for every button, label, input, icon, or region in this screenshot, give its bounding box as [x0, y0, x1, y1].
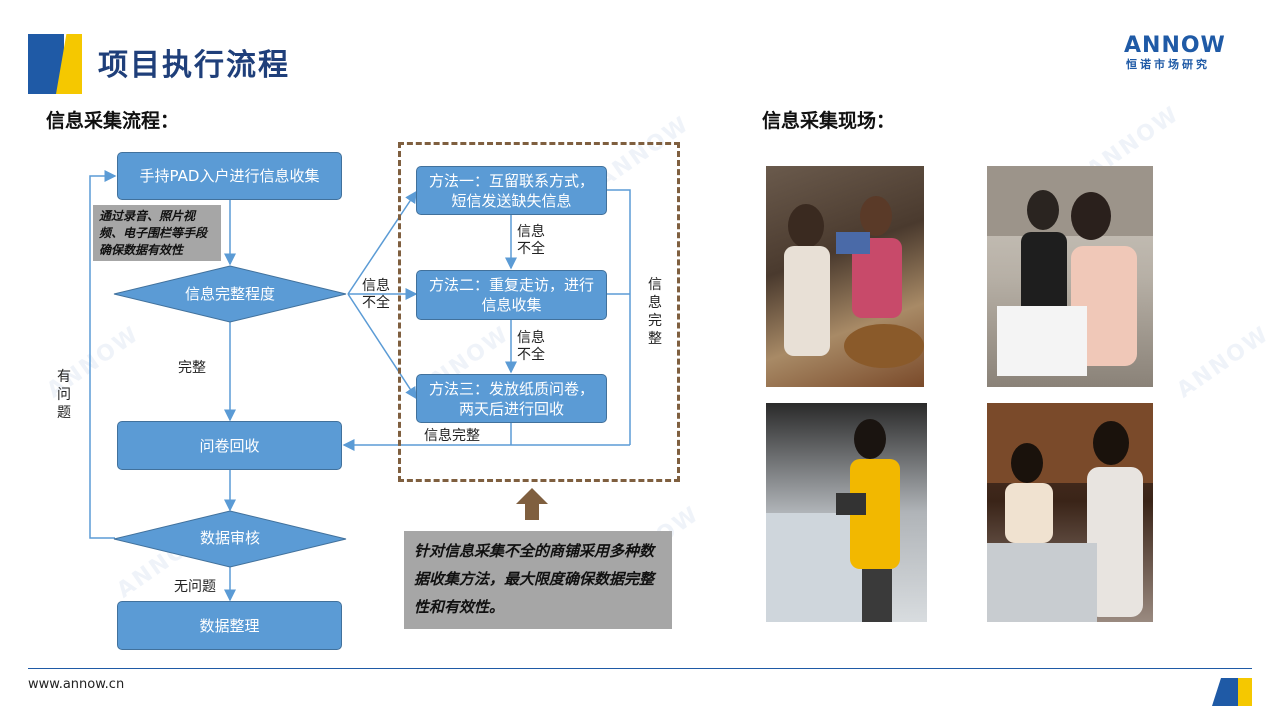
- method-three: 方法三：发放纸质问卷，两天后进行回收: [416, 374, 607, 423]
- note-data-validity: 通过录音、照片视频、电子围栏等手段确保数据有效性: [93, 205, 221, 261]
- left-section-title: 信息采集流程：: [46, 110, 180, 132]
- label-incomplete: 信息 不全: [362, 278, 390, 311]
- label-m1-m2-incomplete: 信息 不全: [517, 224, 545, 257]
- up-arrow-icon: [516, 488, 548, 520]
- brand-logo-subtitle: 恒诺市场研究: [1126, 58, 1210, 71]
- label-has-issue: 有问题: [57, 369, 71, 421]
- field-photo-4: [987, 403, 1153, 622]
- decision-completeness-shape: [113, 265, 347, 323]
- callout-note: 针对信息采集不全的商铺采用多种数据收集方法，最大限度确保数据完整性和有效性。: [404, 531, 672, 629]
- footer-accent-yellow: [1238, 678, 1252, 706]
- page-title: 项目执行流程: [98, 48, 290, 83]
- label-info-complete-side: 信息完整: [648, 277, 662, 347]
- right-section-title: 信息采集现场：: [762, 110, 896, 132]
- field-photo-2: [987, 166, 1153, 387]
- methods-group-frame: [398, 142, 680, 482]
- label-info-complete-bottom: 信息完整: [424, 428, 480, 444]
- field-photo-1: [766, 166, 924, 387]
- decision-audit-shape: [113, 510, 347, 568]
- step-data-organize: 数据整理: [117, 601, 342, 650]
- label-m2-m3-incomplete: 信息 不全: [517, 330, 545, 363]
- method-two: 方法二：重复走访，进行信息收集: [416, 270, 607, 320]
- footer-url: www.annow.cn: [28, 677, 125, 692]
- method-one: 方法一：互留联系方式，短信发送缺失信息: [416, 166, 607, 215]
- decision-audit: 数据审核: [199, 529, 260, 547]
- label-complete: 完整: [178, 360, 206, 376]
- decision-completeness: 信息完整程度: [184, 285, 275, 303]
- brand-logo: ANNOW: [1124, 33, 1226, 58]
- label-no-issue: 无问题: [174, 579, 216, 595]
- field-photo-3: [766, 403, 927, 622]
- step-pad-collection: 手持PAD入户进行信息收集: [117, 152, 342, 200]
- footer-divider: [28, 668, 1252, 669]
- step-questionnaire-recover: 问卷回收: [117, 421, 342, 470]
